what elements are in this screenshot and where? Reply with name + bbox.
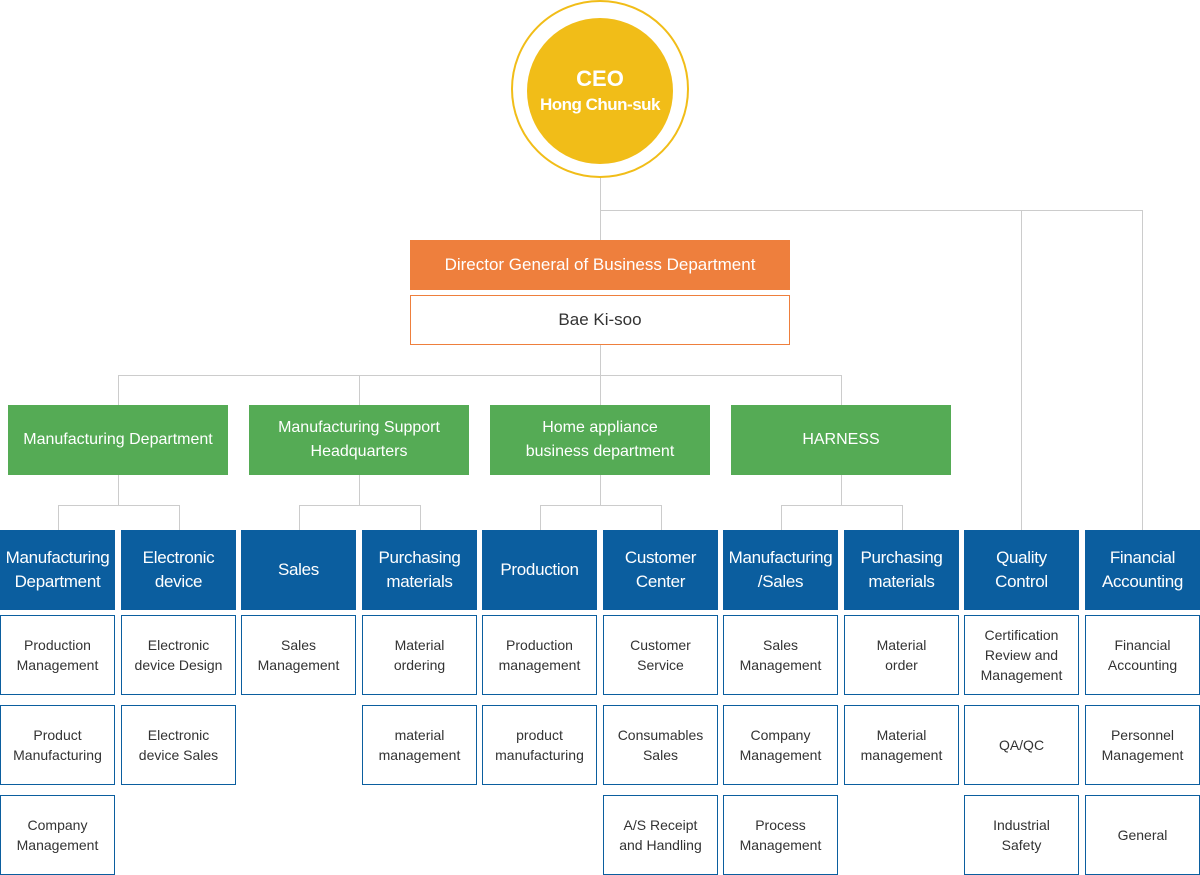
function-box: General [1085,795,1200,875]
function-box: QA/QC [964,705,1079,785]
division-box: Manufacturing Department [8,405,228,475]
team-box: Manufacturing/Sales [723,530,838,610]
ceo-name: Hong Chun-suk [539,95,661,114]
division-box: HARNESS [731,405,951,475]
team-box: Sales [241,530,356,610]
ceo-title: CEO [576,66,624,91]
director-name: Bae Ki-soo [410,295,790,345]
team-box: Production [482,530,597,610]
ceo-node: CEO Hong Chun-suk [527,18,673,164]
director-title: Director General of Business Department [410,240,790,290]
